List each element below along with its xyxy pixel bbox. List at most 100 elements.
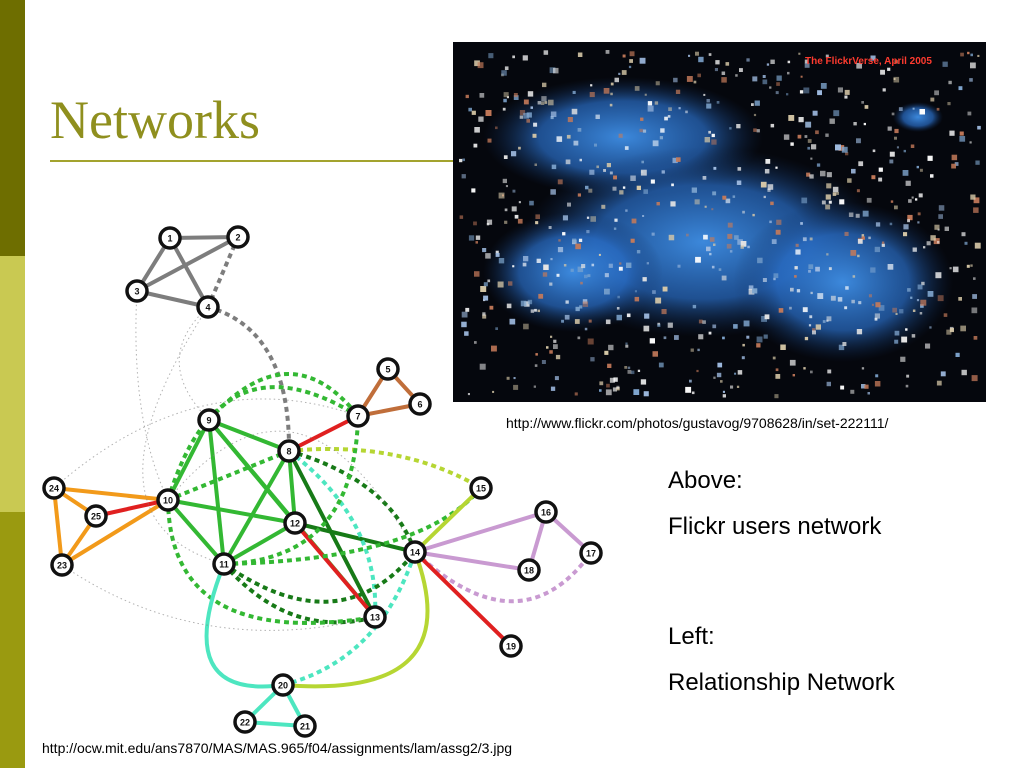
network-node-label: 24: [49, 484, 59, 494]
flickr-user-thumbnail: [853, 122, 857, 126]
flickr-user-thumbnail: [727, 222, 733, 228]
network-node-label: 8: [286, 447, 291, 457]
flickr-user-thumbnail: [512, 189, 516, 193]
flickr-user-thumbnail: [970, 62, 976, 69]
flickr-user-thumbnail: [817, 293, 824, 299]
network-edge-23-13: [61, 564, 376, 631]
network-edge-20-22: [243, 683, 285, 724]
flickr-user-thumbnail: [752, 76, 758, 82]
flickr-user-thumbnail: [518, 201, 521, 204]
flickr-user-thumbnail: [543, 50, 549, 55]
flickr-user-thumbnail: [590, 357, 595, 362]
flickr-user-thumbnail: [894, 136, 897, 140]
network-edge-12-14: [294, 521, 416, 554]
flickr-user-thumbnail: [517, 218, 523, 224]
flickr-user-thumbnail: [501, 70, 507, 76]
network-node-19: 19: [499, 634, 523, 658]
flickr-user-thumbnail: [716, 372, 722, 378]
flickr-user-thumbnail: [693, 80, 697, 84]
flickr-user-thumbnail: [519, 110, 526, 116]
network-node-circle: [376, 357, 400, 381]
flickr-user-thumbnail: [668, 107, 672, 111]
flickr-user-thumbnail: [702, 320, 706, 324]
flickr-user-thumbnail: [917, 284, 923, 290]
network-node-13: 13: [363, 605, 387, 629]
network-node-circle: [534, 500, 558, 524]
flickr-user-thumbnail: [812, 328, 816, 332]
flickr-user-thumbnail: [535, 221, 539, 225]
flickr-user-thumbnail: [828, 200, 832, 204]
flickr-user-thumbnail: [513, 93, 518, 97]
flickr-user-thumbnail: [654, 101, 659, 105]
flickr-user-thumbnail: [553, 344, 558, 349]
flickr-user-thumbnail: [618, 72, 621, 75]
flickr-user-thumbnail: [563, 264, 567, 267]
flickr-user-thumbnail: [951, 163, 956, 169]
flickr-user-thumbnail: [640, 169, 647, 176]
flickr-user-thumbnail: [616, 307, 620, 310]
flickr-user-thumbnail: [575, 243, 581, 250]
flickr-user-thumbnail: [803, 367, 806, 370]
network-edge-10-24: [53, 486, 169, 502]
flickr-user-thumbnail: [497, 281, 504, 288]
flickr-user-thumbnail: [770, 201, 774, 206]
network-node-8: 8: [277, 439, 301, 463]
flickr-user-thumbnail: [604, 350, 609, 355]
flickr-user-thumbnail: [722, 195, 727, 200]
flickr-user-thumbnail: [709, 237, 715, 242]
flickr-user-thumbnail: [919, 312, 923, 315]
flickr-user-thumbnail: [867, 392, 870, 395]
flickr-user-thumbnail: [796, 289, 801, 293]
flickr-user-thumbnail: [863, 122, 866, 126]
flickr-user-thumbnail: [910, 296, 913, 299]
flickr-user-thumbnail: [848, 212, 854, 217]
flickr-user-thumbnail: [549, 350, 553, 354]
flickr-user-thumbnail: [773, 273, 779, 279]
flickr-user-thumbnail: [794, 266, 798, 270]
flickr-user-thumbnail: [495, 252, 500, 257]
flickr-user-thumbnail: [703, 234, 708, 240]
flickr-user-thumbnail: [961, 232, 966, 237]
flickr-user-thumbnail: [780, 344, 786, 350]
flickr-user-thumbnail: [574, 392, 578, 396]
flickr-user-thumbnail: [523, 323, 529, 330]
flickr-user-thumbnail: [459, 215, 464, 219]
flickr-user-thumbnail: [644, 313, 650, 319]
flickr-user-thumbnail: [828, 267, 832, 271]
flickr-user-thumbnail: [541, 360, 546, 364]
flickr-user-thumbnail: [652, 140, 659, 147]
flickr-user-thumbnail: [776, 219, 782, 225]
flickrverse-caption: The FlickrVerse, April 2005: [805, 56, 932, 67]
flickr-user-thumbnail: [852, 275, 856, 278]
flickr-user-thumbnail: [930, 97, 935, 102]
flickr-user-thumbnail: [613, 175, 617, 180]
flickr-user-thumbnail: [536, 258, 541, 263]
network-edge-9-10: [166, 419, 211, 501]
flickr-user-thumbnail: [825, 194, 831, 200]
flickr-user-thumbnail: [923, 246, 926, 249]
sidebar-accent: [0, 0, 25, 768]
flickr-user-thumbnail: [603, 88, 610, 94]
caption-above-text: Flickr users network: [668, 513, 882, 540]
flickr-user-thumbnail: [972, 294, 977, 299]
flickr-user-thumbnail: [549, 282, 553, 286]
flickr-user-thumbnail: [706, 99, 710, 103]
network-node-circle: [50, 553, 74, 577]
flickr-user-thumbnail: [606, 383, 610, 388]
flickr-user-thumbnail: [841, 146, 848, 153]
network-node-15: 15: [469, 476, 493, 500]
flickr-user-thumbnail: [474, 60, 480, 67]
flickr-user-thumbnail: [946, 329, 952, 335]
flickr-user-thumbnail: [659, 136, 663, 140]
flickr-user-thumbnail: [590, 216, 596, 222]
flickr-user-thumbnail: [770, 123, 775, 128]
flickr-user-thumbnail: [695, 51, 699, 56]
network-node-22: 22: [233, 710, 257, 734]
network-node-circle: [469, 476, 493, 500]
flickr-user-thumbnail: [561, 319, 564, 323]
flickr-user-thumbnail: [698, 334, 704, 340]
flickr-user-thumbnail: [764, 314, 770, 320]
flickr-user-thumbnail: [800, 222, 803, 225]
flickr-user-thumbnail: [773, 277, 776, 281]
flickr-user-thumbnail: [713, 243, 716, 246]
